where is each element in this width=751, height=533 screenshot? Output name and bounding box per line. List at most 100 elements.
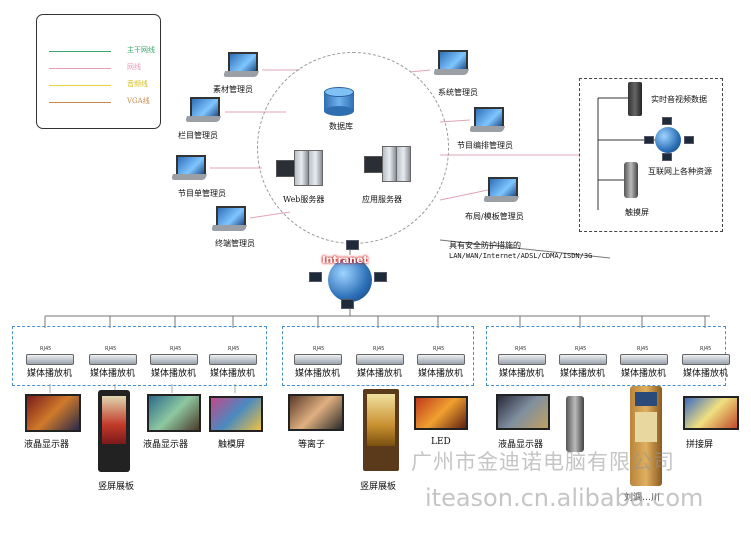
vertical-board-icon bbox=[98, 390, 130, 472]
media-player-icon bbox=[89, 354, 137, 365]
media-player-icon bbox=[498, 354, 546, 365]
network-node-icon bbox=[662, 153, 672, 161]
media-player-label: 媒体播放机 bbox=[621, 369, 667, 379]
legend-item: 网线 bbox=[49, 62, 154, 74]
media-player-icon bbox=[620, 354, 668, 365]
legend-label: 主干网线 bbox=[127, 46, 155, 54]
web-server-icon bbox=[276, 148, 323, 188]
network-node-icon bbox=[374, 272, 387, 282]
internet-resources-label: 互联网上各种资源 bbox=[648, 167, 712, 176]
intranet-label: Intranet bbox=[322, 255, 368, 266]
plasma-display-icon bbox=[288, 394, 344, 431]
lcd-display-label: 液晶显示器 bbox=[143, 440, 189, 450]
media-player-label: 媒体播放机 bbox=[151, 369, 197, 379]
touch-kiosk-icon bbox=[566, 396, 584, 452]
network-node-icon bbox=[346, 240, 359, 250]
terminal-admin-label: 终端管理员 bbox=[215, 239, 255, 248]
splice-display-icon bbox=[683, 396, 739, 430]
system-admin-label: 系统管理员 bbox=[438, 88, 478, 97]
rj45-label: RJ45 bbox=[575, 346, 587, 352]
media-player-icon bbox=[559, 354, 607, 365]
security-label-line1: 具有安全防护措施的 bbox=[449, 241, 521, 250]
rj45-label: RJ45 bbox=[313, 346, 325, 352]
lcd-display-label: 液晶显示器 bbox=[24, 440, 70, 450]
touch-display-label: 触模屏 bbox=[218, 440, 246, 450]
realtime-label: 实时音视频数据 bbox=[651, 95, 707, 104]
led-display-icon bbox=[414, 396, 468, 430]
realtime-device-icon bbox=[628, 82, 642, 116]
media-player-icon bbox=[26, 354, 74, 365]
laptop-icon bbox=[433, 50, 469, 76]
layout-admin-label: 布局/模板管理员 bbox=[465, 212, 524, 221]
lcd-display-icon bbox=[25, 394, 81, 432]
media-player-label: 媒体播放机 bbox=[560, 369, 606, 379]
rj45-label: RJ45 bbox=[637, 346, 649, 352]
player-group-1 bbox=[12, 326, 267, 386]
vertical-board-icon bbox=[363, 389, 399, 471]
lcd-display-icon bbox=[147, 394, 201, 432]
touch-screen-label: 触摸屏 bbox=[625, 208, 649, 217]
legend-item: 音频线 bbox=[49, 79, 154, 91]
laptop-icon bbox=[171, 155, 207, 181]
network-node-icon bbox=[341, 299, 354, 309]
lcd-display-label: 液晶显示器 bbox=[498, 440, 544, 450]
lcd-display-icon bbox=[496, 394, 550, 430]
rj45-label: RJ45 bbox=[40, 346, 52, 352]
media-player-icon bbox=[417, 354, 465, 365]
app-server-label: 应用服务器 bbox=[362, 195, 402, 204]
laptop-icon bbox=[185, 97, 221, 123]
media-player-label: 媒体播放机 bbox=[90, 369, 136, 379]
media-player-label: 媒体播放机 bbox=[210, 369, 256, 379]
rj45-label: RJ45 bbox=[170, 346, 182, 352]
touch-display-icon bbox=[209, 396, 263, 432]
rj45-label: RJ45 bbox=[515, 346, 527, 352]
vertical-board-label: 竖屏展板 bbox=[360, 482, 397, 492]
media-player-label: 媒体播放机 bbox=[295, 369, 341, 379]
column-admin-label: 栏目管理员 bbox=[178, 131, 218, 140]
watermark-site: iteason.cn.alibaba.com bbox=[425, 484, 704, 512]
laptop-icon bbox=[211, 206, 247, 232]
media-player-label: 媒体播放机 bbox=[683, 369, 729, 379]
security-label-line2: LAN/WAN/Internet/ADSL/CDMA/ISDN/3G bbox=[449, 252, 593, 260]
touch-kiosk-icon bbox=[624, 162, 638, 198]
media-player-icon bbox=[682, 354, 730, 365]
media-player-label: 媒体播放机 bbox=[499, 369, 545, 379]
media-player-icon bbox=[209, 354, 257, 365]
laptop-icon bbox=[469, 107, 505, 133]
rj45-label: RJ45 bbox=[433, 346, 445, 352]
media-player-icon bbox=[150, 354, 198, 365]
legend-label: 网线 bbox=[127, 63, 141, 71]
external-sources-box bbox=[579, 78, 723, 232]
media-player-label: 媒体播放机 bbox=[418, 369, 464, 379]
player-group-2 bbox=[282, 326, 474, 386]
legend-label: VGA线 bbox=[127, 97, 150, 105]
internet-globe-icon bbox=[655, 127, 681, 153]
rj45-label: RJ45 bbox=[700, 346, 712, 352]
database-label: 数据库 bbox=[329, 122, 353, 131]
web-server-label: Web服务器 bbox=[283, 195, 325, 204]
media-player-label: 媒体播放机 bbox=[357, 369, 403, 379]
program-admin-label: 节目单管理员 bbox=[178, 189, 226, 198]
media-player-label: 媒体播放机 bbox=[27, 369, 73, 379]
legend-item: VGA线 bbox=[49, 96, 154, 108]
watermark-company: 广州市金迪诺电脑有限公司 bbox=[411, 450, 675, 474]
network-node-icon bbox=[644, 136, 654, 144]
laptop-icon bbox=[483, 177, 519, 203]
advertising-kiosk-icon bbox=[630, 386, 662, 486]
led-display-label: LED bbox=[431, 437, 451, 447]
plasma-display-label: 等离子 bbox=[298, 440, 326, 450]
network-node-icon bbox=[684, 136, 694, 144]
vertical-board-label: 竖屏展板 bbox=[98, 482, 135, 492]
laptop-icon bbox=[223, 52, 259, 78]
rj45-label: RJ45 bbox=[228, 346, 240, 352]
rj45-label: RJ45 bbox=[373, 346, 385, 352]
media-player-icon bbox=[356, 354, 404, 365]
intranet-globe-icon bbox=[328, 258, 372, 302]
network-node-icon bbox=[662, 117, 672, 125]
splice-display-label: 拼接屏 bbox=[686, 440, 714, 450]
legend: 主干网线 网线 音频线 VGA线 bbox=[36, 14, 161, 129]
material-admin-label: 素材管理员 bbox=[213, 85, 253, 94]
kiosk-label: 刘调…川 bbox=[624, 493, 661, 503]
app-server-icon bbox=[364, 144, 411, 184]
media-player-icon bbox=[294, 354, 342, 365]
